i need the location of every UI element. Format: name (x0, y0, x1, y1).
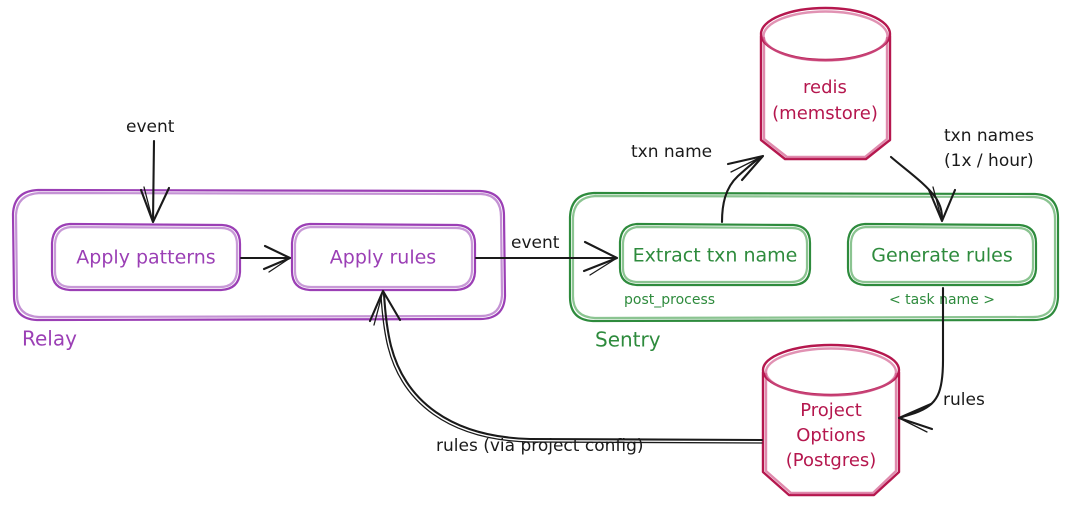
apply-rules-box-2 (293, 225, 474, 289)
node-extract-txn-name[interactable]: Extract txn name post_process (618, 222, 812, 308)
extract-txn-name-box-2 (621, 225, 809, 284)
rules-to-postgres-label: rules (943, 390, 985, 410)
sentry-group-label: Sentry (595, 328, 661, 352)
relay-to-sentry-event-arrowhead-2 (589, 257, 618, 276)
redis-to-generate-rules-arrowhead-2 (932, 186, 943, 222)
edge-ingress-event: event (126, 117, 175, 224)
node-apply-rules[interactable]: Apply rules (290, 222, 477, 292)
node-apply-patterns[interactable]: Apply patterns (50, 222, 242, 292)
sentry-container-outline-2 (571, 194, 1057, 320)
extract-txn-name-sublabel: post_process (624, 292, 715, 308)
extract-txn-name-box (618, 222, 812, 287)
apply-patterns-box-2 (53, 225, 239, 289)
redis-cylinder-top-2 (762, 10, 889, 62)
generate-rules-box (846, 222, 1038, 287)
redis-label-line-1: redis (803, 77, 847, 98)
relay-container-outline-2 (14, 191, 504, 319)
postgres-to-apply-rules-arrowhead-2 (373, 290, 384, 326)
postgres-cylinder-body-2 (764, 372, 898, 495)
txn-name-to-redis-label: txn name (631, 142, 712, 162)
redis-to-generate-rules-label-2: (1x / hour) (944, 151, 1034, 171)
edge-postgres-to-apply-rules: rules (via project config) (368, 289, 764, 456)
apply-patterns-box (50, 222, 242, 292)
sentry-container-outline (568, 191, 1060, 323)
apply-rules-box (290, 222, 477, 292)
edge-rules-to-postgres: rules (897, 286, 985, 433)
postgres-label-line-2: Options (796, 425, 865, 446)
redis-to-generate-rules-label-1: txn names (944, 126, 1034, 146)
edge-patterns-to-rules (239, 244, 292, 273)
patterns-to-rules-arrowhead-2 (268, 257, 291, 273)
redis-to-generate-rules-line (889, 155, 944, 221)
extract-txn-name-label: Extract txn name (633, 245, 798, 267)
apply-rules-label: Apply rules (330, 247, 436, 269)
postgres-to-apply-rules-label: rules (via project config) (436, 436, 644, 456)
edge-relay-to-sentry-event: event (474, 233, 619, 276)
redis-label-line-2: (memstore) (772, 103, 878, 124)
txn-name-to-redis-arrowhead-2 (730, 155, 764, 173)
postgres-cylinder-top-2 (764, 347, 898, 397)
edge-txn-name-to-redis: txn name (631, 142, 765, 224)
edge-redis-to-generate-rules: txn names (1x / hour) (889, 126, 1034, 223)
relay-to-sentry-event-label: event (511, 233, 560, 253)
postgres-to-apply-rules-line-2 (380, 295, 763, 444)
postgres-label-line-1: Project (800, 400, 862, 421)
ingress-event-arrowhead-2 (143, 186, 154, 223)
ingress-event-line (151, 139, 156, 223)
datastore-project-options[interactable]: Project Options (Postgres) (761, 343, 901, 497)
apply-patterns-label: Apply patterns (76, 247, 215, 269)
rules-to-postgres-arrowhead-2 (898, 417, 928, 433)
group-relay[interactable]: Relay Apply patterns Apply rules (11, 188, 507, 351)
txn-name-to-redis-line (720, 155, 763, 224)
postgres-label-line-3: (Postgres) (786, 450, 877, 471)
generate-rules-box-2 (849, 225, 1035, 284)
relay-to-sentry-event-arrowhead (582, 240, 619, 273)
group-sentry[interactable]: Sentry Extract txn name post_process Gen… (568, 191, 1060, 352)
relay-group-label: Relay (22, 327, 77, 351)
postgres-to-apply-rules-line (382, 292, 764, 442)
relay-container-outline (11, 188, 507, 322)
ingress-event-label: event (126, 117, 175, 137)
datastore-redis[interactable]: redis (memstore) (759, 6, 892, 161)
generate-rules-label: Generate rules (871, 245, 1013, 267)
redis-cylinder-body (759, 34, 892, 161)
redis-cylinder-body-2 (762, 36, 889, 159)
postgres-cylinder-body (761, 370, 901, 497)
